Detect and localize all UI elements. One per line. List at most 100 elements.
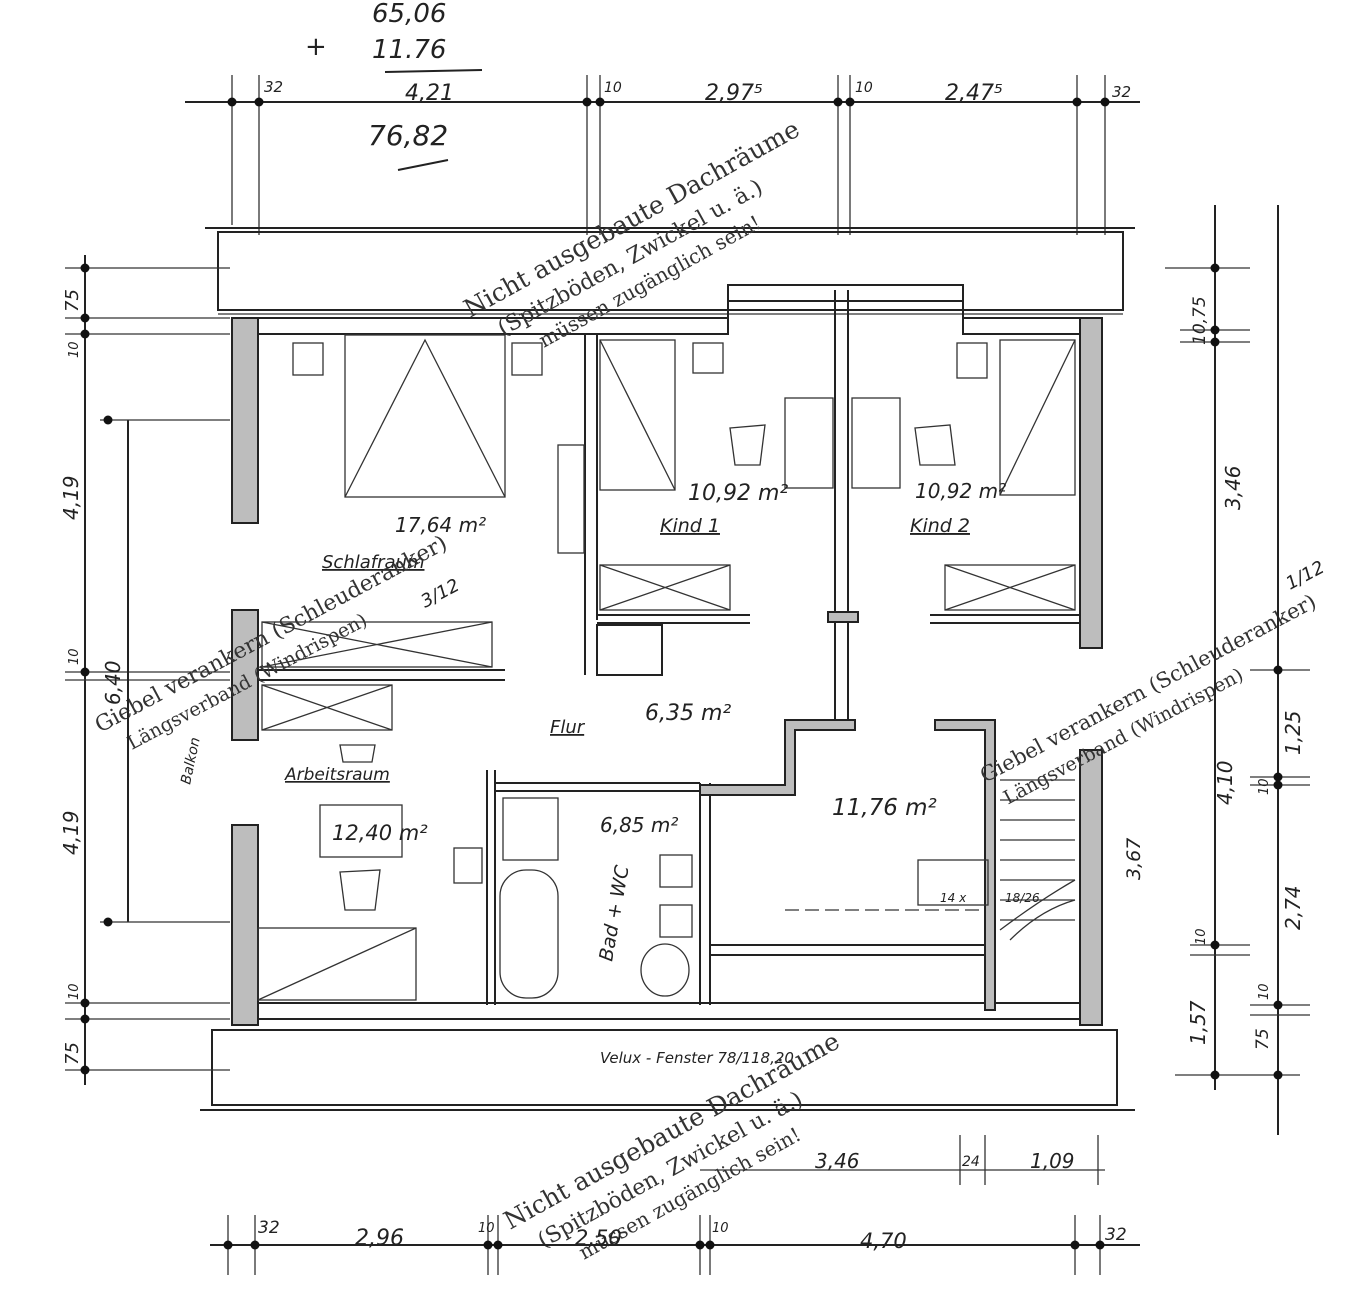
stamp-right-ref: 1/12 xyxy=(1282,557,1328,595)
dim-dot xyxy=(1210,325,1220,335)
double-bed xyxy=(344,334,506,498)
window-note: Velux - Fenster 78/118,20 xyxy=(600,1049,794,1067)
wardrobe xyxy=(261,621,493,668)
left-dim-label: 10 xyxy=(67,648,82,665)
single-bed xyxy=(599,339,676,491)
room-area-arbeitsraum: 12,40 m² xyxy=(332,821,428,845)
nightstand xyxy=(956,342,988,379)
left-dim-label: 4,19 xyxy=(59,810,83,855)
top-dimension-chain: 32 4,21 10 2,97⁵ 10 2,47⁵ 32 xyxy=(185,75,1140,235)
bed-diagonal xyxy=(599,339,676,491)
calc-value-b: 11.76 xyxy=(372,35,446,65)
bottom-dim-label: 10 xyxy=(712,1221,729,1236)
dim-dot xyxy=(1273,665,1283,675)
lower-eave-band xyxy=(211,1029,1118,1106)
upper-eave-band xyxy=(217,231,1124,311)
desk xyxy=(851,397,901,489)
room-area-kind2: 10,92 m² xyxy=(915,479,1006,503)
left-dim-label: 4,19 xyxy=(59,475,83,520)
bathtub xyxy=(499,869,559,999)
top-dim-label: 2,97⁵ xyxy=(705,81,763,106)
dim-dot xyxy=(493,1240,503,1250)
cabinet xyxy=(453,847,483,884)
room-name-kind1: Kind 1 xyxy=(660,515,720,537)
dim-dot xyxy=(1095,1240,1105,1250)
north-wall-left xyxy=(257,317,729,335)
interior-walls xyxy=(258,290,1080,1011)
stair-landing xyxy=(917,859,989,906)
left-wall-mid xyxy=(231,609,259,741)
right-wall-lower xyxy=(1079,749,1103,1026)
bottom-dimension-chain: 32 2,96 10 2,50 10 4,70 32 3,46 24 1,09 xyxy=(210,1135,1140,1275)
toilet xyxy=(640,943,690,997)
right-dim-label: 4,10 xyxy=(1213,760,1237,805)
right-dim-label: 2,74 xyxy=(1281,885,1305,930)
calc-underline xyxy=(397,159,449,171)
nightstand xyxy=(292,342,324,376)
stamp-right-line1: Giebel verankern (Schleuderanker) xyxy=(976,589,1320,787)
south-wall xyxy=(257,1002,1081,1020)
dim-dot xyxy=(483,1240,493,1250)
room-name-flur: Flur xyxy=(550,717,586,738)
nightstand xyxy=(692,342,724,374)
dim-dot xyxy=(1210,337,1220,347)
dim-dot xyxy=(582,97,592,107)
dim-dot xyxy=(695,1240,705,1250)
right-dim-label: 10 xyxy=(1257,778,1272,795)
dim-dot xyxy=(1072,97,1082,107)
right-dim-label: 1,57 xyxy=(1186,1000,1210,1045)
calc-value-a: 65,06 xyxy=(372,0,446,29)
dim-dot xyxy=(80,329,90,339)
left-dim-label: 75 xyxy=(62,289,83,312)
room-labels: 17,64 m² Schlafraum 10,92 m² Kind 1 10,9… xyxy=(178,479,1040,1067)
left-dim-label: 10 xyxy=(67,983,82,1000)
balcony-cross xyxy=(261,684,393,731)
bottom-dim-upper-label: 24 xyxy=(962,1154,980,1170)
wardrobe-cross xyxy=(599,564,731,611)
top-dim-label: 10 xyxy=(604,80,622,96)
wardrobe-cross xyxy=(261,621,493,668)
wardrobe xyxy=(557,444,585,554)
north-wall-right xyxy=(962,317,1081,335)
furniture xyxy=(257,334,1076,1001)
dim-dot xyxy=(80,667,90,677)
door-frame xyxy=(827,611,859,623)
left-dim-label: 6,40 xyxy=(101,660,125,705)
washbasin xyxy=(659,854,693,888)
single-bed xyxy=(999,339,1076,496)
stair-treads xyxy=(1000,779,1075,921)
right-dim-label: 10 xyxy=(1257,983,1272,1000)
dim-dot xyxy=(1273,772,1283,782)
right-dim-label: 10 xyxy=(1194,928,1209,945)
washbasin xyxy=(659,904,693,938)
room-name-schlafraum: Schlafraum xyxy=(322,552,424,573)
stamp-left: Giebel verankern (Schleuderanker) Längsv… xyxy=(91,531,451,755)
left-dimension-chain: 10 75 4,19 10 6,40 4,19 10 75 xyxy=(59,255,230,1085)
room-area-kind1: 10,92 m² xyxy=(688,481,788,506)
bottom-dim-upper-label: 1,09 xyxy=(1030,1149,1075,1173)
stair-label: 18/26 xyxy=(1005,891,1040,905)
dim-dot xyxy=(705,1240,715,1250)
bottom-dim-label: 32 xyxy=(258,1218,280,1238)
top-dim-label: 32 xyxy=(1112,83,1131,101)
dim-dot xyxy=(80,998,90,1008)
right-dim-label: 3,67 xyxy=(1123,838,1145,880)
top-dim-label: 32 xyxy=(264,78,283,96)
room-area-bad: 6,85 m² xyxy=(600,813,678,837)
dim-dot xyxy=(1210,1070,1220,1080)
dim-dot xyxy=(223,1240,233,1250)
bed-diagonal xyxy=(344,338,506,498)
outer-walls xyxy=(231,284,1103,1026)
dim-dot xyxy=(103,917,113,927)
chimney-shaft xyxy=(596,624,663,676)
room-area-bodenraum: 11,76 m² xyxy=(832,795,937,821)
dim-dot xyxy=(845,97,855,107)
dim-dot xyxy=(1273,1000,1283,1010)
dim-dot xyxy=(595,97,605,107)
sofa-bed xyxy=(257,927,417,1001)
wardrobe xyxy=(599,564,731,611)
dim-dot xyxy=(80,1014,90,1024)
left-dim-label: 75 xyxy=(62,1042,83,1065)
bed-diagonal xyxy=(257,927,417,1001)
